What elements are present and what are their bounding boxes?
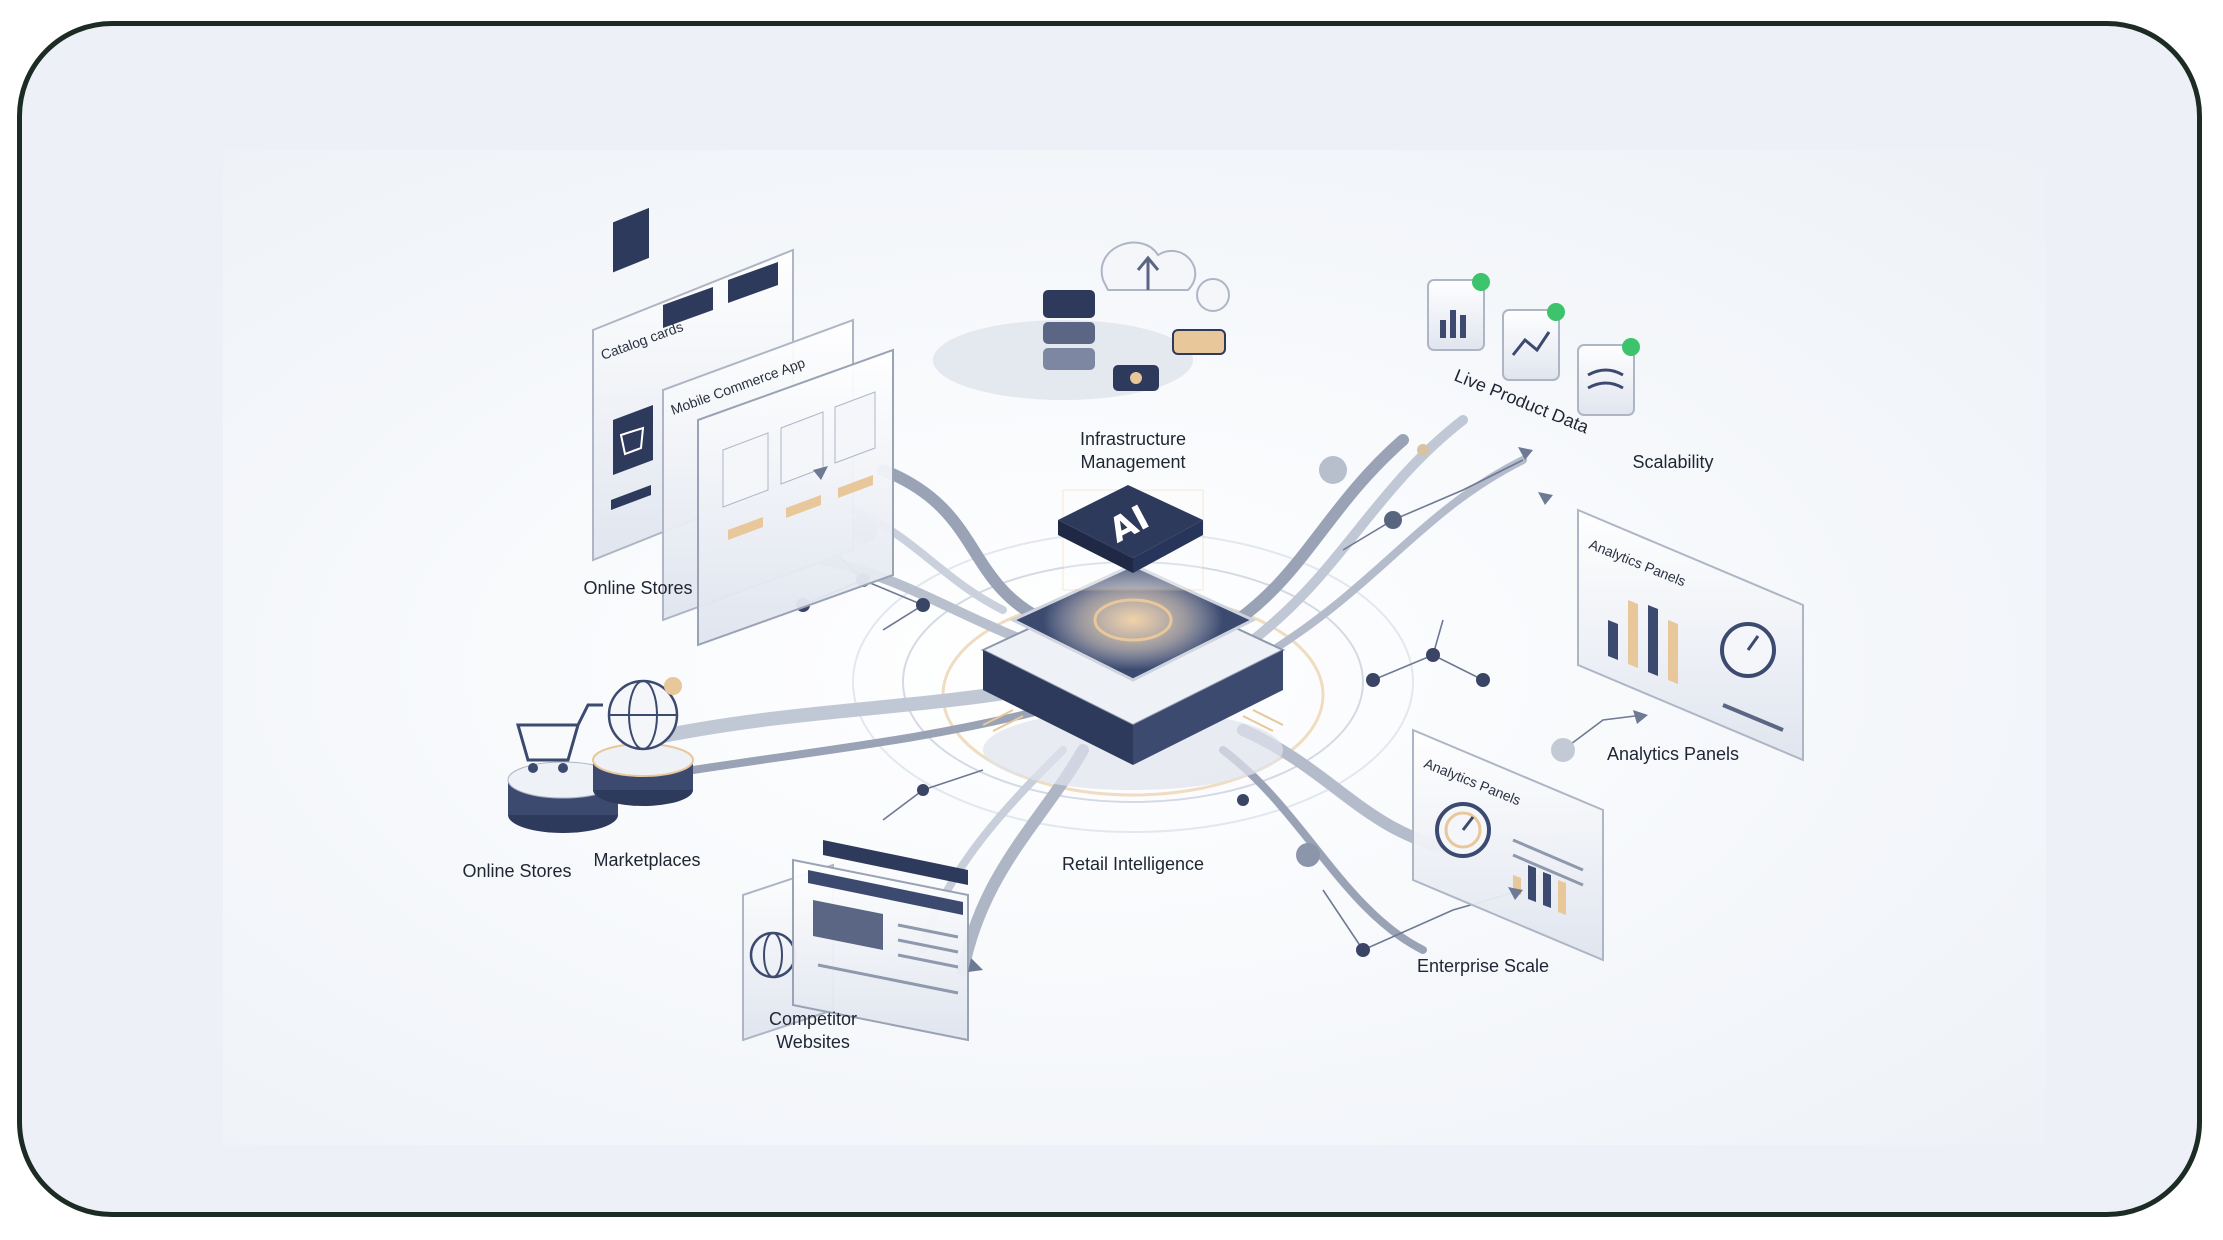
label-competitor-line1: Competitor bbox=[769, 1009, 857, 1029]
retail-ai-diagram: AI I bbox=[223, 150, 2046, 1145]
node-dot bbox=[1384, 511, 1402, 529]
node-dot bbox=[1426, 648, 1440, 662]
label-online-stores-bottom: Online Stores bbox=[462, 861, 571, 881]
node-dot bbox=[1476, 673, 1490, 687]
diagram-canvas: AI I bbox=[223, 150, 2046, 1145]
node-dot bbox=[917, 784, 929, 796]
label-analytics-panels-right: Analytics Panels bbox=[1607, 744, 1739, 764]
label-online-stores-top: Online Stores bbox=[583, 578, 692, 598]
node-dot bbox=[1356, 943, 1370, 957]
infrastructure-icon bbox=[933, 243, 1229, 400]
live-product-data-icons bbox=[1428, 273, 1640, 415]
flow-ribbon bbox=[643, 690, 1023, 740]
label-marketplaces: Marketplaces bbox=[593, 850, 700, 870]
node-dot bbox=[1237, 794, 1249, 806]
flow-ribbon bbox=[1223, 440, 1403, 630]
node-dot bbox=[1319, 456, 1347, 484]
ai-hub: AI bbox=[983, 485, 1283, 790]
label-infrastructure-line1: Infrastructure bbox=[1080, 429, 1186, 449]
label-retail-intelligence: Retail Intelligence bbox=[1062, 854, 1204, 874]
node-dot bbox=[1417, 444, 1429, 456]
node-dot bbox=[1366, 673, 1380, 687]
label-infrastructure-line2: Management bbox=[1080, 452, 1185, 472]
node-dot bbox=[1296, 843, 1320, 867]
outer-frame: AI I bbox=[17, 21, 2202, 1217]
node-dot bbox=[1551, 738, 1575, 762]
label-enterprise-scale: Enterprise Scale bbox=[1417, 956, 1549, 976]
label-scalability: Scalability bbox=[1632, 452, 1713, 472]
globe-icon bbox=[593, 677, 693, 806]
node-dot bbox=[916, 598, 930, 612]
flow-ribbon bbox=[1253, 420, 1463, 640]
label-competitor-line2: Websites bbox=[776, 1032, 850, 1052]
